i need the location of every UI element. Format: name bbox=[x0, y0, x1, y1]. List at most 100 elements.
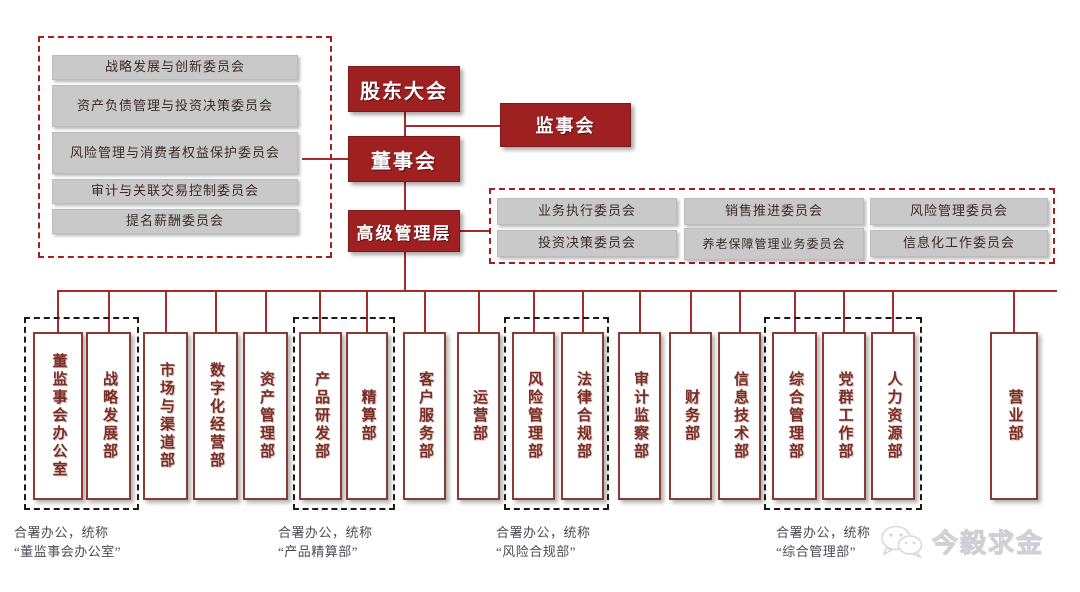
connector-supervisors-link bbox=[404, 125, 500, 127]
node-board-of-supervisors-label: 监事会 bbox=[535, 116, 596, 136]
dept-box-10[interactable]: 风险管理部 bbox=[512, 332, 555, 500]
dept-label-4: 数字化经营部 bbox=[208, 362, 224, 470]
management-committee-2[interactable]: 销售推进委员会 bbox=[684, 198, 864, 225]
dept-box-16[interactable]: 党群工作部 bbox=[822, 332, 866, 500]
connector-drop-15 bbox=[794, 290, 796, 332]
management-committee-4-label: 投资决策委员会 bbox=[537, 235, 636, 251]
management-committee-6[interactable]: 信息化工作委员会 bbox=[870, 230, 1048, 257]
connector-drop-7 bbox=[366, 290, 368, 332]
dept-box-6[interactable]: 产品研发部 bbox=[299, 332, 342, 500]
management-committee-3-label: 风险管理委员会 bbox=[909, 203, 1008, 219]
dept-box-13[interactable]: 财务部 bbox=[669, 332, 712, 500]
dept-box-7[interactable]: 精算部 bbox=[346, 332, 388, 500]
dept-label-9: 运营部 bbox=[471, 389, 487, 443]
footnote-board-office: 合署办公，统称 “董监事会办公室” bbox=[14, 525, 122, 559]
dept-box-1[interactable]: 董监事会办公室 bbox=[33, 332, 83, 500]
connector-drop-16 bbox=[843, 290, 845, 332]
footnote-general-admin: 合署办公，统称 “综合管理部” bbox=[776, 525, 871, 559]
board-committee-1[interactable]: 战略发展与创新委员会 bbox=[52, 55, 298, 80]
connector-drop-9 bbox=[478, 290, 480, 332]
management-committees-frame bbox=[489, 188, 1055, 264]
dept-label-13: 财务部 bbox=[683, 389, 699, 443]
board-committee-5-label: 提名薪酬委员会 bbox=[125, 213, 224, 229]
connector-board-management bbox=[404, 182, 406, 212]
connector-drop-17 bbox=[892, 290, 894, 332]
node-board-of-supervisors[interactable]: 监事会 bbox=[500, 103, 631, 147]
management-committee-5[interactable]: 养老保障管理业务委员会 bbox=[684, 228, 864, 260]
connector-drop-13 bbox=[690, 290, 692, 332]
connector-drop-10 bbox=[533, 290, 535, 332]
dept-label-6: 产品研发部 bbox=[313, 371, 329, 461]
dept-label-2: 战略发展部 bbox=[101, 371, 117, 461]
dept-label-16: 党群工作部 bbox=[836, 371, 853, 461]
watermark: 今毅求金 bbox=[880, 523, 1044, 560]
dept-group-general-admin-frame bbox=[764, 317, 922, 510]
node-shareholders-meeting[interactable]: 股东大会 bbox=[348, 66, 460, 112]
dept-label-8: 客户服务部 bbox=[417, 371, 433, 461]
connector-drop-18 bbox=[1013, 290, 1015, 332]
management-committee-4[interactable]: 投资决策委员会 bbox=[497, 230, 677, 257]
management-committee-1-label: 业务执行委员会 bbox=[537, 203, 636, 219]
node-board-of-directors[interactable]: 董事会 bbox=[348, 136, 460, 182]
dept-label-3: 市场与渠道部 bbox=[158, 362, 174, 470]
board-committee-1-label: 战略发展与创新委员会 bbox=[104, 59, 245, 75]
board-committee-2[interactable]: 资产负债管理与投资决策委员会 bbox=[52, 85, 298, 127]
connector-shareholders-board bbox=[404, 112, 406, 142]
dept-box-17[interactable]: 人力资源部 bbox=[871, 332, 915, 500]
management-committee-2-label: 销售推进委员会 bbox=[724, 203, 823, 219]
node-senior-management-label: 高级管理层 bbox=[356, 223, 452, 243]
dept-box-15[interactable]: 综合管理部 bbox=[772, 332, 817, 500]
connector-board-committees bbox=[302, 158, 352, 160]
dept-group-board-office-frame bbox=[24, 317, 139, 510]
connector-drop-1 bbox=[57, 290, 59, 332]
management-committee-3[interactable]: 风险管理委员会 bbox=[870, 198, 1048, 225]
dept-box-4[interactable]: 数字化经营部 bbox=[193, 332, 238, 500]
connector-drop-8 bbox=[424, 290, 426, 332]
dept-label-12: 审计监察部 bbox=[632, 371, 648, 461]
dept-label-11: 法律合规部 bbox=[575, 371, 591, 461]
connector-drop-6 bbox=[319, 290, 321, 332]
connector-bus bbox=[57, 290, 1057, 292]
dept-label-1: 董监事会办公室 bbox=[50, 353, 67, 479]
dept-box-18[interactable]: 营业部 bbox=[990, 332, 1038, 500]
dept-group-risk-compliance-frame bbox=[504, 317, 609, 510]
board-committee-5[interactable]: 提名薪酬委员会 bbox=[52, 209, 298, 234]
dept-label-7: 精算部 bbox=[359, 389, 376, 443]
board-committee-4[interactable]: 审计与关联交易控制委员会 bbox=[52, 179, 298, 204]
dept-box-2[interactable]: 战略发展部 bbox=[86, 332, 131, 500]
management-committee-1[interactable]: 业务执行委员会 bbox=[497, 198, 677, 225]
connector-drop-12 bbox=[639, 290, 641, 332]
connector-drop-11 bbox=[582, 290, 584, 332]
connector-drop-4 bbox=[215, 290, 217, 332]
dept-label-17: 人力资源部 bbox=[885, 371, 902, 461]
board-committee-3[interactable]: 风险管理与消费者权益保护委员会 bbox=[52, 132, 298, 174]
dept-box-12[interactable]: 审计监察部 bbox=[618, 332, 661, 500]
footnote-product-actuarial: 合署办公，统称 “产品精算部” bbox=[278, 525, 373, 559]
dept-label-14: 信息技术部 bbox=[732, 371, 748, 461]
board-committee-3-label: 风险管理与消费者权益保护委员会 bbox=[69, 144, 280, 160]
dept-box-3[interactable]: 市场与渠道部 bbox=[143, 332, 188, 500]
node-board-of-directors-label: 董事会 bbox=[371, 150, 437, 173]
dept-label-10: 风险管理部 bbox=[526, 371, 542, 461]
dept-box-8[interactable]: 客户服务部 bbox=[403, 332, 446, 500]
connector-drop-14 bbox=[739, 290, 741, 332]
connector-management-committees bbox=[457, 230, 489, 232]
connector-management-bus bbox=[404, 252, 406, 292]
connector-drop-5 bbox=[265, 290, 267, 332]
dept-box-11[interactable]: 法律合规部 bbox=[561, 332, 604, 500]
dept-box-5[interactable]: 资产管理部 bbox=[243, 332, 288, 500]
dept-box-9[interactable]: 运营部 bbox=[457, 332, 500, 500]
board-committee-2-label: 资产负债管理与投资决策委员会 bbox=[76, 97, 273, 113]
board-committees-frame bbox=[38, 36, 332, 258]
dept-label-5: 资产管理部 bbox=[258, 371, 274, 461]
dept-box-14[interactable]: 信息技术部 bbox=[718, 332, 761, 500]
connector-drop-2 bbox=[108, 290, 110, 332]
node-shareholders-meeting-label: 股东大会 bbox=[360, 80, 448, 103]
wechat-icon bbox=[880, 525, 926, 559]
dept-label-15: 综合管理部 bbox=[787, 371, 803, 461]
node-senior-management[interactable]: 高级管理层 bbox=[348, 210, 460, 252]
footnote-risk-compliance: 合署办公，统称 “风险合规部” bbox=[496, 525, 591, 559]
dept-group-product-actuarial-frame bbox=[293, 317, 395, 510]
dept-label-18: 营业部 bbox=[1006, 389, 1023, 443]
